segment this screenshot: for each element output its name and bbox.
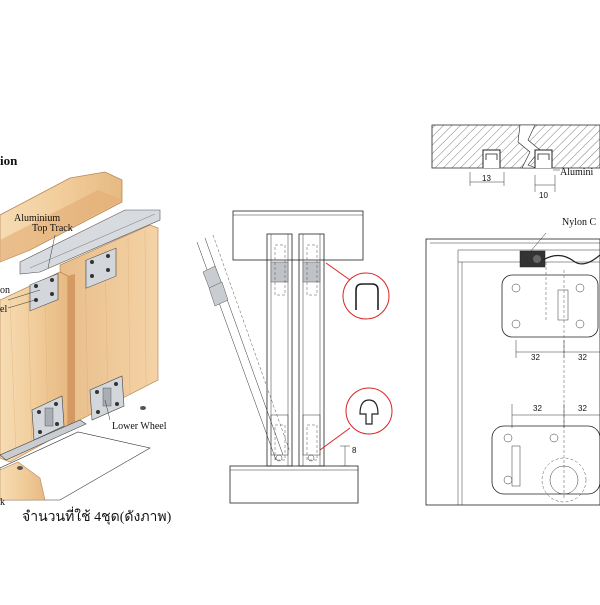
side-elevation-drawing bbox=[196, 210, 393, 504]
label-left-partial-2: el bbox=[0, 304, 7, 315]
dim-10: 10 bbox=[539, 191, 548, 200]
track-cross-section bbox=[431, 124, 600, 192]
lower-track bbox=[0, 419, 87, 461]
dim-32-b: 32 bbox=[578, 353, 587, 362]
thai-caption: จำนวนที่ใช้ 4ชุด(ดังภาพ) bbox=[22, 507, 172, 525]
label-aluminium-right: Alumini bbox=[560, 167, 594, 178]
label-nylon-cap: Nylon C bbox=[562, 217, 597, 228]
lower-wheel-bracket-rear bbox=[89, 375, 125, 421]
cabinet-illustration bbox=[0, 171, 161, 501]
dim-32-a: 32 bbox=[531, 353, 540, 362]
dim-8: 8 bbox=[352, 446, 357, 455]
label-top-track-line2: Top Track bbox=[32, 223, 73, 234]
front-elevation-drawing bbox=[425, 232, 600, 506]
floor-base bbox=[0, 431, 151, 501]
label-lower-wheel: Lower Wheel bbox=[112, 421, 167, 432]
dim-32-d: 32 bbox=[578, 404, 587, 413]
top-wheel-bracket-rear bbox=[85, 247, 117, 289]
label-bottom-left-partial: k bbox=[0, 497, 5, 508]
label-left-partial-1: on bbox=[0, 285, 10, 296]
title-fragment: ion bbox=[0, 153, 18, 168]
dim-13: 13 bbox=[482, 174, 491, 183]
lower-wheel-bracket-front bbox=[31, 395, 65, 441]
top-wheel-bracket-front bbox=[29, 273, 59, 312]
label-aluminium-line1: Aluminium bbox=[14, 213, 60, 224]
dim-32-c: 32 bbox=[533, 404, 542, 413]
